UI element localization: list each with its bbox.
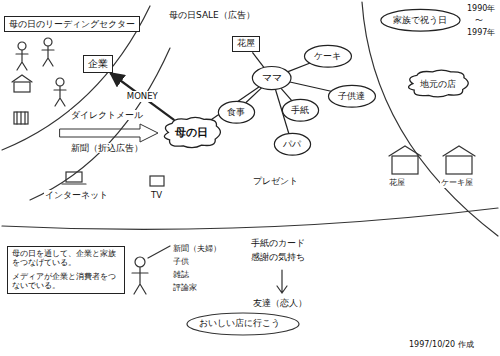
mama-ellipse: ママ [252,66,291,90]
cake-circle: ケーキ [304,45,352,68]
annotation-label: 雑誌 [172,270,190,280]
edge-label: MONEY [126,91,159,101]
annotation-label: 新聞（夫婦） [172,244,222,254]
node-text: 子供達 [338,91,365,102]
node-text: メディアが企業と消費者をつないでいる。 [12,272,120,291]
letter-circle: 手紙 [282,99,319,122]
annotation-label: 新聞（折込広告） [70,143,144,153]
node-text: 食事 [227,107,245,118]
node-text: 企業 [88,58,108,70]
annotation-label: 花屋 [388,178,406,188]
node-text: 母の日を通して、企業と家族をつなげている。 [12,249,120,268]
annotation-label: TV [150,190,163,200]
annotation-label: 〜 [474,16,484,26]
connector-line [288,63,310,72]
annotation-label: 評論家 [172,283,198,293]
connector-line [246,88,262,103]
annotation-label: 友達（恋人） [252,298,308,309]
annotation-label: 手紙のカード [250,238,306,249]
company-box: 企業 [83,55,113,73]
center-cloud: 母の日 [161,116,223,149]
note-box: 母の日を通して、企業と家族をつなげている。メディアが企業と消費者をつないでいる。 [7,246,125,294]
local-shop-cloud: 地元の店 [405,69,471,98]
node-text: ケーキ [314,51,341,62]
meal-circle: 食事 [218,101,255,124]
node-text: 地元の店 [420,79,456,90]
annotation-label: 1997年 [466,28,496,38]
annotation-label: プレゼント [252,176,299,187]
node-text: パパ [283,139,301,150]
connector-line [281,88,292,100]
annotation-label: 感謝の気持ち [250,252,306,263]
family-oval: 家族で祝う日 [380,9,461,32]
heading-box: 母の日のリーディングセクター [4,16,140,32]
annotation-label: 子供 [172,257,190,267]
flower-box: 花屋 [232,36,260,53]
annotation-label: ケーキ屋 [440,178,474,188]
connector-line [252,52,263,67]
annotation-label: 1990年 [466,4,496,14]
annotation-label: インターネット [44,190,109,200]
annotation-label: ダイレクトメール [70,110,144,120]
node-text: 花屋 [237,38,255,49]
connector-line [290,82,331,91]
node-text: 母の日のリーディングセクター [9,19,135,29]
annotation-label: 1997/10/20 作成 [408,340,475,350]
node-text: 手紙 [291,105,309,116]
papa-circle: パパ [274,133,311,156]
annotation-label: 母の日SALE（広告） [168,10,256,21]
node-text: 家族で祝う日 [393,15,447,26]
node-text: 母の日 [175,126,208,139]
annotation-label: おいしい店に行こう [198,318,281,329]
children-circle: 子供達 [328,85,376,108]
node-text: ママ [262,72,282,84]
